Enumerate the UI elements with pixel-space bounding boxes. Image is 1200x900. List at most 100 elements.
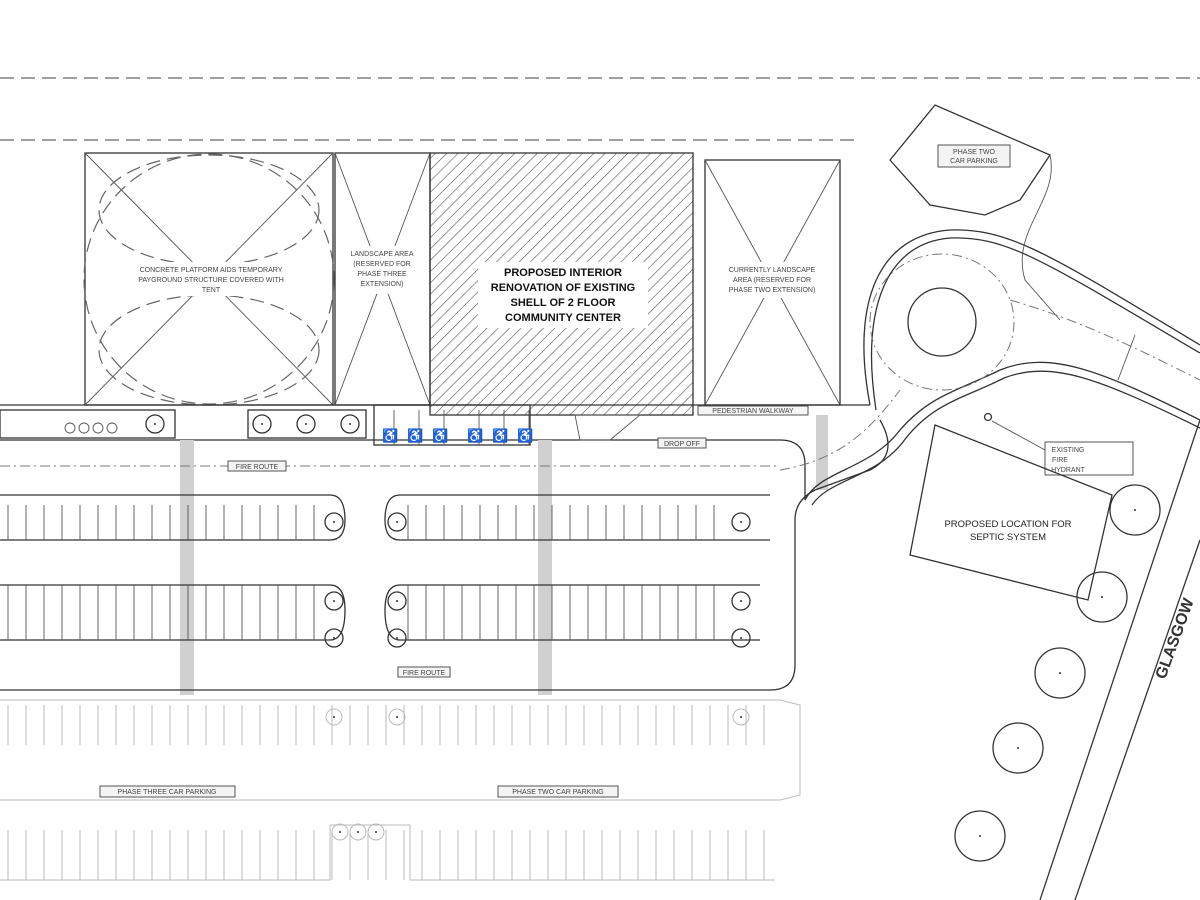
building-label: RENOVATION OF EXISTING — [491, 282, 635, 294]
parking-island — [384, 584, 760, 641]
tree-icon — [992, 722, 1044, 774]
tree-icon — [731, 591, 751, 611]
svg-text:PAYGROUND STRUCTURE COVERED WI: PAYGROUND STRUCTURE COVERED WITH — [138, 277, 284, 284]
tree-icon — [732, 708, 750, 726]
tree-center — [1059, 672, 1061, 674]
landscape-label: PHASE TWO EXTENSION) — [729, 287, 816, 294]
parking-island — [384, 494, 770, 541]
drop-off-label: DROP OFF — [664, 441, 700, 448]
glasgow-road: GLASGOW — [1039, 419, 1200, 900]
tree-center — [349, 423, 351, 425]
tree-icon — [387, 628, 407, 648]
tree-center — [396, 716, 398, 718]
accessible-parking-icon: ♿ — [467, 428, 483, 443]
crosswalk — [816, 415, 828, 490]
lot-edge — [0, 419, 889, 691]
tree-center — [396, 600, 398, 602]
tree-center — [357, 831, 359, 833]
shrub-icon — [78, 422, 90, 434]
shrub-icon — [92, 422, 104, 434]
tree-center — [261, 423, 263, 425]
hydrant-label: FIRE — [1052, 457, 1068, 464]
landscape-label: AREA (RESERVED FOR — [733, 277, 811, 284]
hydrant-label: HYDRANT — [1051, 467, 1086, 474]
community-center-building: PROPOSED INTERIOR RENOVATION OF EXISTING… — [429, 152, 694, 416]
parking-island — [0, 494, 346, 541]
landscape-label: (RESERVED FOR — [353, 261, 410, 268]
tree-center — [305, 423, 307, 425]
tree-icon — [731, 512, 751, 532]
tree-center — [740, 521, 742, 523]
tree-icon — [1076, 571, 1128, 623]
future-parking-area: PHASE THREE CAR PARKING PHASE TWO CAR PA… — [0, 699, 801, 881]
crosswalk — [180, 440, 194, 695]
accessible-parking-icon: ♿ — [517, 428, 533, 443]
accessible-parking-icon: ♿ — [492, 428, 508, 443]
tree-center — [1101, 596, 1103, 598]
phase-three-parking-label: PHASE THREE CAR PARKING — [118, 789, 217, 796]
fire-route-label: FIRE ROUTE — [403, 670, 446, 677]
tree-icon — [340, 414, 360, 434]
playground-platform: CONCRETE PLATFORM AIDS TEMPORARY PAYGROU… — [83, 152, 335, 406]
landscape-area-phase-two: CURRENTLY LANDSCAPE AREA (RESERVED FOR P… — [704, 159, 841, 406]
landscape-label: LANDSCAPE AREA — [350, 251, 413, 258]
building-label: SHELL OF 2 FLOOR — [511, 297, 616, 309]
septic-label: PROPOSED LOCATION FOR — [944, 519, 1071, 530]
phase-two-parking-label: PHASE TWO CAR PARKING — [512, 789, 604, 796]
landscape-label: EXTENSION) — [361, 281, 404, 288]
roundabout — [779, 229, 1200, 506]
shrub-icon — [106, 422, 118, 434]
landscape-area-phase-three: LANDSCAPE AREA (RESERVED FOR PHASE THREE… — [334, 152, 431, 406]
fire-route-label: FIRE ROUTE — [236, 464, 279, 471]
tree-center — [333, 521, 335, 523]
tree-icon — [324, 591, 344, 611]
tree-center — [740, 600, 742, 602]
tree-icon — [296, 414, 316, 434]
tree-icon — [388, 708, 406, 726]
accessible-parking-icon: ♿ — [432, 428, 448, 443]
tree-icon — [954, 810, 1006, 862]
walkway-trees — [64, 414, 360, 434]
front-walkway: PEDESTRIAN WALKWAY DROP OFF — [0, 404, 870, 449]
tree-center — [396, 637, 398, 639]
crosswalk — [538, 440, 552, 695]
tree-icon — [387, 591, 407, 611]
hydrant-label: EXISTING — [1052, 447, 1085, 454]
playground-label: TENT — [202, 287, 221, 294]
tree-center — [333, 716, 335, 718]
tree-center — [740, 716, 742, 718]
tree-icon — [1109, 484, 1161, 536]
shrub-icon — [64, 422, 76, 434]
tree-icon — [252, 414, 272, 434]
lot-edge — [779, 439, 806, 500]
tree-center — [375, 831, 377, 833]
accessible-parking-icon: ♿ — [407, 428, 423, 443]
tree-center — [979, 835, 981, 837]
tree-icon — [387, 512, 407, 532]
building-label: PROPOSED INTERIOR — [504, 267, 622, 279]
svg-text:CONCRETE PLATFORM AIDS TEMPORA: CONCRETE PLATFORM AIDS TEMPORARY — [140, 267, 283, 274]
landscape-label: CURRENTLY LANDSCAPE — [729, 267, 816, 274]
tree-center — [154, 423, 156, 425]
tree-center — [740, 637, 742, 639]
tree-icon — [325, 708, 343, 726]
road-name-label: GLASGOW — [1153, 595, 1198, 681]
building-label: COMMUNITY CENTER — [505, 312, 621, 324]
landscape-label: PHASE THREE — [357, 271, 407, 278]
tree-center — [1134, 509, 1136, 511]
existing-fire-hydrant: EXISTING FIRE HYDRANT — [983, 412, 1134, 476]
tree-center — [333, 600, 335, 602]
playground-label: PAYGROUND STRUCTURE COVERED WITH — [138, 277, 284, 284]
pedestrian-walkway-label: PEDESTRIAN WALKWAY — [712, 408, 794, 415]
accessible-parking-icon: ♿ — [382, 428, 398, 443]
street-trees — [954, 484, 1161, 862]
playground-label: CONCRETE PLATFORM AIDS TEMPORARY — [140, 267, 283, 274]
tree-center — [1017, 747, 1019, 749]
tree-icon — [731, 628, 751, 648]
tree-icon — [145, 414, 165, 434]
septic-label: SEPTIC SYSTEM — [970, 532, 1046, 543]
septic-system-area: PROPOSED LOCATION FOR SEPTIC SYSTEM — [909, 424, 1113, 601]
accessible-parking-stalls: ♿ ♿ ♿ ♿ ♿ ♿ — [382, 410, 533, 445]
parking-island — [0, 584, 346, 641]
tree-icon — [324, 512, 344, 532]
